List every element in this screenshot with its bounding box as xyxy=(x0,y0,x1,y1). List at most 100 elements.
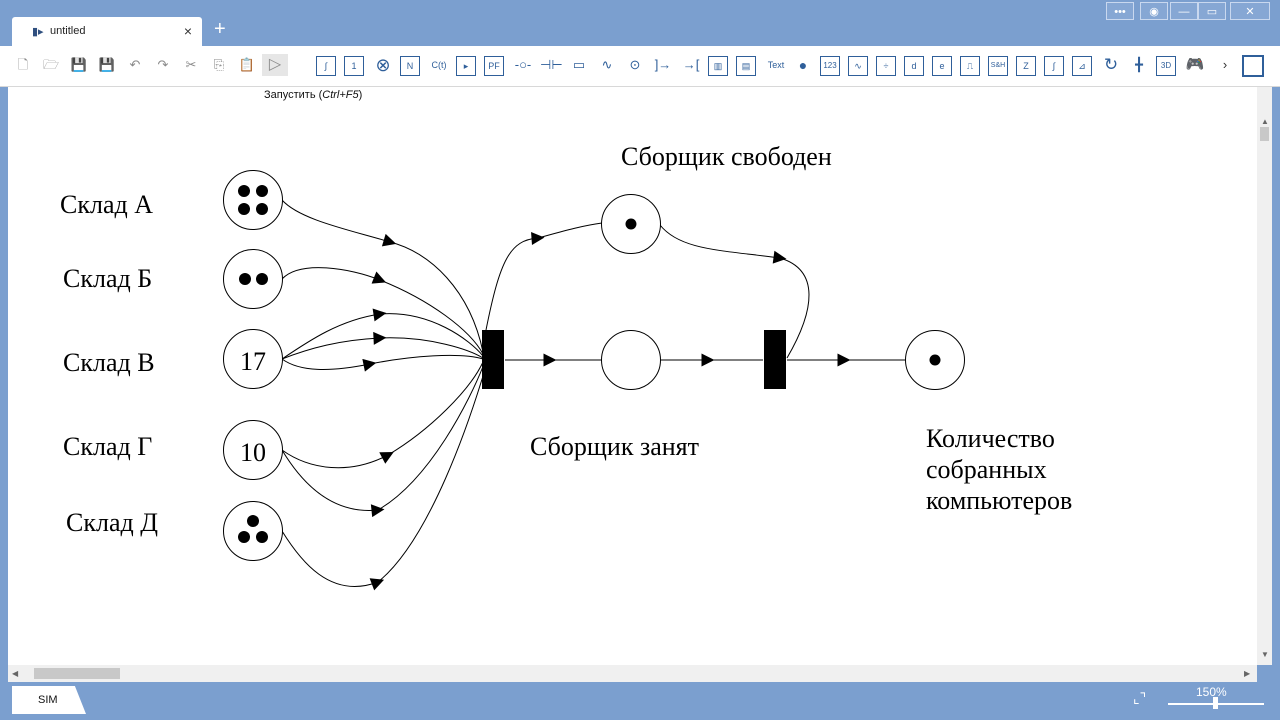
fit-view-icon[interactable]: ⌞⌝ xyxy=(1133,690,1147,706)
arc-free-to-t2-tail xyxy=(779,257,810,359)
label-count-line-1: Количество xyxy=(926,424,1055,453)
save-icon[interactable]: 💾 xyxy=(70,57,88,72)
arc-g2-out xyxy=(377,363,485,511)
token xyxy=(239,273,251,285)
graph-block-icon[interactable]: ⊿ xyxy=(1072,56,1092,76)
cut-icon[interactable]: ✂ xyxy=(185,57,197,72)
vertical-scrollbar[interactable]: ▲ ▼ xyxy=(1257,87,1272,665)
inductor-tool-icon[interactable]: ∿ xyxy=(601,57,613,72)
token xyxy=(256,531,268,543)
arc-d-in xyxy=(281,530,385,591)
run-icon[interactable]: ▷ xyxy=(262,54,288,76)
place-warehouse-d[interactable] xyxy=(223,501,283,561)
horizontal-scrollbar[interactable]: ◀ ▶ xyxy=(8,665,1257,682)
n-block-icon[interactable]: N xyxy=(400,56,420,76)
arc-b-in xyxy=(281,267,387,284)
token xyxy=(256,185,268,197)
add-tab-icon[interactable]: + xyxy=(214,18,226,40)
gamepad-icon[interactable]: 🎮 xyxy=(1185,56,1205,73)
transition-finish-assembly[interactable] xyxy=(764,330,786,389)
transfer-block-icon[interactable]: ▸ xyxy=(456,56,476,76)
minimize-button[interactable]: — xyxy=(1170,2,1198,20)
place-warehouse-a[interactable] xyxy=(223,170,283,230)
sim-tab[interactable]: SIM xyxy=(12,686,86,714)
place-warehouse-b[interactable] xyxy=(223,249,283,309)
token xyxy=(929,354,941,366)
pin-tool-icon[interactable]: ╋ xyxy=(1135,57,1143,72)
panel-toggle-icon[interactable] xyxy=(1242,55,1264,77)
pf-block-icon[interactable]: PF xyxy=(484,56,504,76)
arc-g1-out xyxy=(387,361,484,456)
save-as-icon[interactable]: 💾 xyxy=(98,57,116,72)
scroll-left-icon[interactable]: ◀ xyxy=(12,669,19,678)
token xyxy=(256,203,268,215)
new-file-icon[interactable]: 🗋 xyxy=(17,57,29,72)
transition-start-assembly[interactable] xyxy=(482,330,504,389)
token xyxy=(238,185,250,197)
diagram-canvas[interactable]: Запустить (Ctrl+F5) xyxy=(8,87,1257,665)
chevron-right-icon[interactable]: › xyxy=(1222,57,1228,72)
token xyxy=(625,218,637,230)
status-bar: SIM ⌞⌝ 150% xyxy=(0,682,1280,720)
arc-v1-out xyxy=(379,313,484,357)
label-warehouse-d: Склад Д xyxy=(66,508,158,537)
z-block-icon[interactable]: Z xyxy=(1016,56,1036,76)
close-window-button[interactable]: ✕ xyxy=(1230,2,1270,20)
label-assembler-free: Сборщик свободен xyxy=(621,142,832,171)
step-block-icon[interactable]: ⎍ xyxy=(960,56,980,76)
arc-v3-out xyxy=(369,354,484,365)
text-tool-icon[interactable]: Text xyxy=(767,60,785,70)
place-warehouse-g[interactable] xyxy=(223,420,283,480)
derivative-block-icon[interactable]: d xyxy=(904,56,924,76)
undo-icon[interactable]: ↶ xyxy=(129,57,141,72)
arc-v3-in xyxy=(281,358,377,372)
resistor-tool-icon[interactable]: ▭ xyxy=(572,57,586,72)
exp-block-icon[interactable]: e xyxy=(932,56,952,76)
token xyxy=(256,273,268,285)
inhibitor-tool-icon[interactable]: →[ xyxy=(682,57,700,72)
function-block-icon[interactable]: C(t) xyxy=(431,60,447,70)
arc-a-in xyxy=(281,199,397,247)
place-tool-icon[interactable]: -○- xyxy=(514,57,532,72)
transition-tool-icon[interactable]: ⊣⊢ xyxy=(540,57,563,72)
sample-hold-block-icon[interactable]: S&H xyxy=(988,56,1008,76)
place-warehouse-v[interactable] xyxy=(223,329,283,389)
place-assembler-busy[interactable] xyxy=(601,330,661,390)
table-block-icon[interactable]: ▥ xyxy=(708,56,728,76)
tab-title: untitled xyxy=(50,25,86,37)
redo-icon[interactable]: ↷ xyxy=(157,57,169,72)
vertical-scroll-thumb[interactable] xyxy=(1260,127,1269,141)
view-3d-icon[interactable]: 3D xyxy=(1156,56,1176,76)
token xyxy=(238,531,250,543)
scroll-down-icon[interactable]: ▼ xyxy=(1261,650,1269,659)
loop-block-icon[interactable]: ↻ xyxy=(1103,55,1119,74)
grid-block-icon[interactable]: ▤ xyxy=(736,56,756,76)
scroll-up-icon[interactable]: ▲ xyxy=(1261,117,1269,126)
zoom-level: 150% xyxy=(1196,685,1227,699)
zoom-slider-knob[interactable] xyxy=(1213,697,1218,709)
source-tool-icon[interactable]: ⊙ xyxy=(629,57,641,72)
maximize-button[interactable]: ▭ xyxy=(1198,2,1226,20)
integrator-block-icon[interactable]: ∫ xyxy=(316,56,336,76)
scroll-right-icon[interactable]: ▶ xyxy=(1244,669,1251,678)
sum-block-icon[interactable]: ÷ xyxy=(876,56,896,76)
constant-block-icon[interactable]: 1 xyxy=(344,56,364,76)
horizontal-scroll-thumb[interactable] xyxy=(34,668,120,679)
discrete-integrator-icon[interactable]: ∫ xyxy=(1044,56,1064,76)
document-tab[interactable]: ▮▸ untitled × xyxy=(12,17,202,47)
counter-block-icon[interactable]: 123 xyxy=(820,56,840,76)
close-tab-icon[interactable]: × xyxy=(183,23,192,39)
copy-icon[interactable]: ⎘ xyxy=(213,57,225,72)
title-bar: ▮▸ untitled × + ••• ◉ — ▭ ✕ xyxy=(0,0,1280,47)
arc-v2-in xyxy=(281,331,387,360)
arc-v2-out xyxy=(379,337,484,359)
scope-block-icon[interactable]: ∿ xyxy=(848,56,868,76)
multiply-block-icon[interactable]: ⊗ xyxy=(375,55,391,75)
screenshot-button[interactable]: ◉ xyxy=(1140,2,1168,20)
paste-icon[interactable]: 📋 xyxy=(238,57,256,72)
open-folder-icon[interactable]: 🗁 xyxy=(42,57,60,72)
token-tool-icon[interactable]: ● xyxy=(798,57,808,73)
toolbar: 🗋 🗁 💾 💾 ↶ ↷ ✂ ⎘ 📋 ▷ ∫ 1 ⊗ N C(t) ▸ PF -○… xyxy=(0,46,1280,87)
more-options-button[interactable]: ••• xyxy=(1106,2,1134,20)
arc-tool-icon[interactable]: ]→ xyxy=(654,57,672,72)
